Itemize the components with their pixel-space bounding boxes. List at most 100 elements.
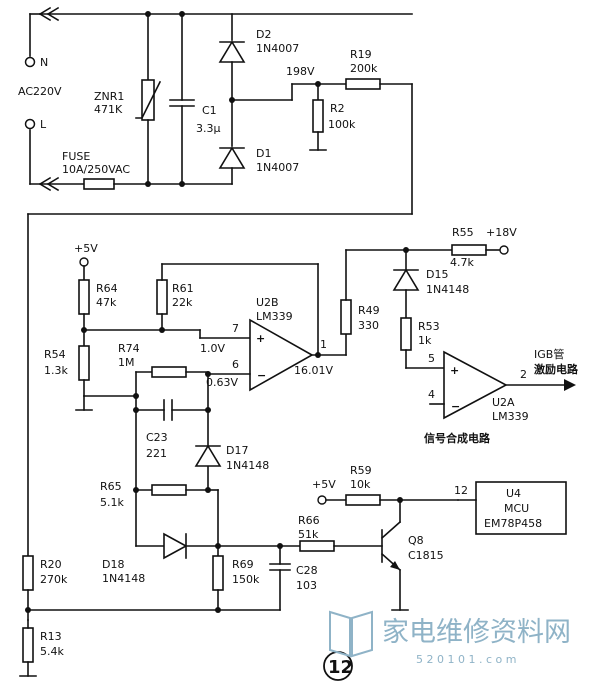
znr1-value: 471K (94, 103, 123, 116)
r54-value: 1.3k (44, 364, 68, 377)
r65-name: R65 (100, 480, 122, 493)
r13-resistor (22, 627, 34, 663)
r49-resistor (340, 299, 352, 335)
u2b-value: LM339 (256, 310, 293, 323)
figure-number: 12 (328, 657, 353, 678)
net-16v01: 16.01V (294, 364, 333, 377)
q8-mcu-section: +5V R59 10k 12 U4 MCU EM78P458 Q8 C1815 (312, 464, 567, 611)
znr1-slash (135, 80, 162, 119)
n-input-arrow (38, 6, 60, 22)
d15-diode (392, 268, 420, 291)
r54-name: R54 (44, 348, 66, 361)
u2a-name: U2A (492, 396, 515, 409)
c1-name: C1 (202, 104, 217, 117)
r55-value: 4.7k (450, 256, 474, 269)
d17-diode (194, 444, 222, 467)
d1-diode (218, 146, 246, 169)
u4-mcu (475, 481, 567, 535)
d17-name: D17 (226, 444, 248, 457)
watermark-logo (329, 610, 351, 658)
u4-line3: EM78P458 (484, 517, 542, 530)
r55-name: R55 (452, 226, 474, 239)
igbt-label-line2: 激励电路 (534, 362, 579, 376)
u2b-pin1: 1 (320, 338, 327, 351)
r64-resistor (78, 279, 90, 315)
znr1-name: ZNR1 (94, 90, 124, 103)
r74-resistor (151, 366, 187, 378)
q8-value: C1815 (408, 549, 444, 562)
l-terminal-label: L (40, 118, 47, 131)
plus5-left-label: +5V (74, 242, 98, 255)
net-0v63: 0.63V (206, 376, 238, 389)
plus5-left-terminal (79, 257, 89, 267)
mcu-pin12: 12 (454, 484, 468, 497)
d17-value: 1N4148 (226, 459, 269, 472)
u2a-output-arrow (564, 379, 576, 391)
fuse-rating: 10A/250VAC (62, 163, 130, 176)
r61-value: 22k (172, 296, 193, 309)
svg-text:−: − (257, 369, 266, 382)
r2-name: R2 (330, 102, 345, 115)
r19-name: R19 (350, 48, 372, 61)
r61-name: R61 (172, 282, 194, 295)
watermark-url: 5 2 0 1 0 1 . c o m (416, 653, 516, 666)
signal-synthesis-label: 信号合成电路 (424, 431, 491, 445)
mains-voltage-label: AC220V (18, 85, 62, 98)
c28-value: 103 (296, 579, 317, 592)
r64-value: 47k (96, 296, 117, 309)
r65-resistor (151, 484, 187, 496)
d2-diode (218, 40, 246, 63)
u2b-pin6: 6 (232, 358, 239, 371)
r53-name: R53 (418, 320, 440, 333)
r55-resistor (451, 244, 487, 256)
r74-value: 1M (118, 356, 135, 369)
u2a-pin5: 5 (428, 352, 435, 365)
c23-value: 221 (146, 447, 167, 460)
svg-text:−: − (451, 400, 460, 413)
r2-value: 100k (328, 118, 356, 131)
d2-name: D2 (256, 28, 271, 41)
watermark-text: 家电维修资料网 (382, 617, 571, 648)
l-input-arrow (38, 176, 60, 192)
d1-value: 1N4007 (256, 161, 299, 174)
r74-name: R74 (118, 342, 140, 355)
u2b-pin7: 7 (232, 322, 239, 335)
r69-name: R69 (232, 558, 254, 571)
mains-input: N AC220V L FUSE 10A/250VAC ZNR1 471K C1 … (18, 6, 413, 557)
r49-name: R49 (358, 304, 380, 317)
u2a-section: +18V R55 4.7k D15 1N4148 R53 1k 5 + − 4 … (392, 226, 579, 445)
igbt-label-line1: IGB管 (534, 347, 564, 361)
q8-name: Q8 (408, 534, 424, 547)
r2-resistor (312, 99, 324, 133)
fuse (83, 178, 115, 190)
r13-name: R13 (40, 630, 62, 643)
d1-name: D1 (256, 147, 271, 160)
u2b-comparator (249, 318, 314, 392)
plus18-terminal (499, 245, 509, 255)
r53-resistor (400, 317, 412, 351)
sense-divider: R20 270k R13 5.4k (19, 555, 281, 677)
u2a-comparator (443, 350, 508, 420)
d18-value: 1N4148 (102, 572, 145, 585)
r54-resistor (78, 345, 90, 381)
svg-text:+: + (256, 332, 265, 345)
r49-value: 330 (358, 319, 379, 332)
d15-value: 1N4148 (426, 283, 469, 296)
r66-value: 51k (298, 528, 319, 541)
watermark: 家电维修资料网 5 2 0 1 0 1 . c o m (329, 610, 571, 666)
u2a-pin2: 2 (520, 368, 527, 381)
d18-diode (163, 532, 188, 560)
r59-value: 10k (350, 478, 371, 491)
r61-resistor (156, 279, 168, 315)
n-terminal (24, 56, 36, 68)
r20-resistor (22, 555, 34, 591)
r53-value: 1k (418, 334, 432, 347)
plus18-label: +18V (486, 226, 517, 239)
n-terminal-label: N (40, 56, 48, 69)
r59-resistor (345, 494, 381, 506)
c1-value: 3.3μ (196, 122, 221, 135)
r19-resistor (345, 78, 381, 90)
d2-value: 1N4007 (256, 42, 299, 55)
c28-name: C28 (296, 564, 318, 577)
